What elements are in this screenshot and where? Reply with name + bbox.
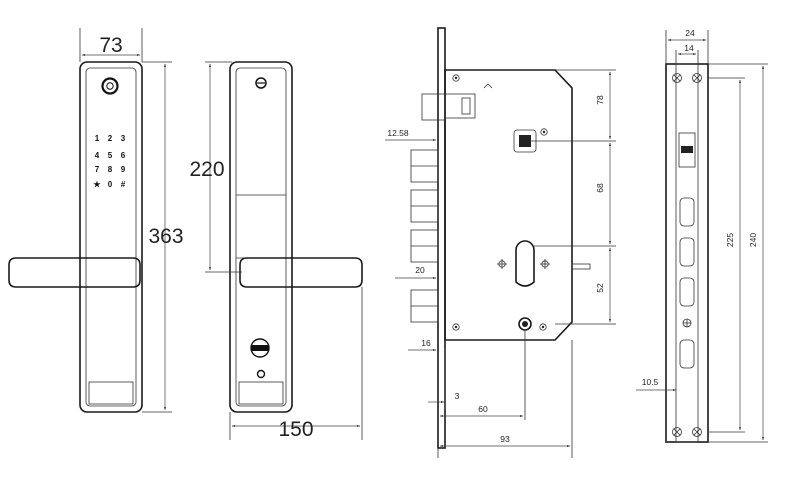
screw-icon [255, 77, 267, 89]
faceplate-bolt-slots [679, 197, 695, 369]
keypad-key: 7 [95, 165, 100, 174]
faceplate-screw-icon [672, 73, 702, 437]
fp-dim-14-label: 14 [684, 43, 694, 53]
front-bottom-panel [88, 381, 134, 405]
faceplate-view: 24 14 225 240 10.5 [636, 28, 768, 443]
mortise-faceplate [437, 27, 446, 449]
mortise-case [444, 69, 573, 341]
keypad-key: 4 [95, 151, 100, 160]
fp-dim-10-5-label: 10.5 [642, 377, 659, 387]
case-screw-icon [452, 74, 550, 331]
latch-mechanism [444, 93, 476, 119]
latch-spring [483, 83, 493, 89]
side-pin [571, 263, 591, 270]
cylinder-keyhole [515, 240, 535, 287]
front-lock-body [79, 61, 143, 413]
dim-52-label: 52 [595, 283, 605, 293]
dim-68-label: 68 [595, 183, 605, 193]
keypad-key: 0 [108, 180, 113, 189]
keypad-key: 2 [108, 134, 113, 143]
dim-12-58-label: 12.58 [387, 128, 409, 138]
faceplate-inner [675, 63, 699, 443]
faceplate-outer [665, 63, 709, 443]
latch-block [461, 97, 471, 115]
keypad-key: 9 [121, 165, 126, 174]
thumb-turn-icon [250, 338, 270, 358]
fingerprint-sensor-icon [101, 77, 119, 95]
deadbolt-stack [410, 149, 439, 323]
front-lever-handle [8, 257, 141, 288]
dim-60-label: 60 [478, 404, 488, 414]
dim-20-label: 20 [415, 265, 425, 275]
dim-3-label: 3 [455, 391, 460, 401]
dim-16-label: 16 [421, 338, 431, 348]
faceplate-latch-window [678, 132, 696, 168]
faceplate-latch [681, 146, 693, 153]
back-handle-label: 220 [189, 158, 224, 181]
front-view: 73 1 2 3 4 5 6 7 8 9 ★ 0 # [8, 28, 184, 413]
dim-93-label: 93 [500, 434, 510, 444]
keypad-key: ★ [93, 180, 101, 189]
mortise-side-view: 78 68 52 12.58 20 16 3 60 93 [385, 27, 616, 458]
front-height-label: 363 [148, 225, 183, 248]
back-lock-body [229, 61, 293, 413]
keypad-key: 1 [95, 134, 100, 143]
keypad-key: 5 [108, 151, 113, 160]
fp-dim-24-label: 24 [685, 28, 695, 38]
fp-dim-240-label: 240 [748, 233, 758, 247]
latch-bolt [421, 93, 446, 121]
keypad-key: # [121, 180, 126, 189]
spindle-hub [519, 135, 531, 147]
dim-78-label: 78 [595, 95, 605, 105]
keypad-key: 8 [108, 165, 113, 174]
fp-dim-225-label: 225 [725, 233, 735, 247]
back-lock-inner-outline [235, 67, 287, 407]
back-bottom-panel [238, 381, 284, 405]
bottom-hub [522, 321, 528, 327]
keypad-key: 3 [121, 134, 126, 143]
keypad-key: 6 [121, 151, 126, 160]
back-lever-handle [239, 257, 363, 288]
back-depth-label: 150 [278, 418, 313, 441]
back-view: 220 150 [189, 61, 363, 441]
emergency-keyhole-icon [256, 369, 266, 379]
keypad: 1 2 3 4 5 6 7 8 9 ★ 0 # [93, 134, 125, 189]
front-width-label: 73 [99, 34, 122, 57]
front-lock-inner-outline [85, 67, 137, 407]
